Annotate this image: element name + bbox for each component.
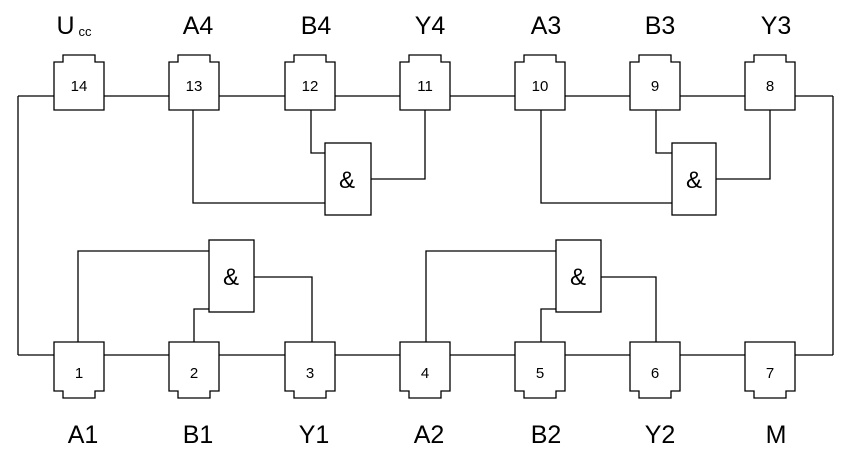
pin-5: 5 B2 bbox=[514, 341, 566, 449]
wires bbox=[17, 95, 834, 356]
pin-2-label: B1 bbox=[183, 421, 214, 449]
pin-5-label: B2 bbox=[531, 421, 562, 449]
pin-7: 7 M bbox=[744, 341, 796, 449]
pin-1-body bbox=[53, 341, 105, 399]
pin-10-number: 10 bbox=[532, 78, 549, 95]
pin-7-label: M bbox=[766, 421, 787, 449]
pin-10-label: A3 bbox=[531, 12, 562, 40]
wire-a1-gate1 bbox=[77, 250, 209, 342]
wire-a3-gate3 bbox=[540, 110, 672, 204]
pin-12-label: B4 bbox=[301, 12, 332, 40]
gate-2-and-symbol: & bbox=[570, 264, 586, 291]
gate-2-box bbox=[555, 239, 602, 313]
gate-3-box bbox=[671, 142, 717, 216]
wire-gate4-y4 bbox=[371, 110, 426, 180]
pin-11: 11 Y4 bbox=[399, 12, 451, 111]
wire-gate2-y2 bbox=[601, 276, 657, 342]
pin-6-body bbox=[629, 341, 681, 399]
wire-b4-gate4 bbox=[310, 110, 325, 154]
pin-1-number: 1 bbox=[75, 365, 83, 382]
pin-3-label: Y1 bbox=[299, 421, 330, 449]
pin-6-label: Y2 bbox=[645, 421, 676, 449]
pin-9-label: B3 bbox=[645, 12, 676, 40]
wire-b3-gate3 bbox=[655, 110, 672, 154]
gate-2: & bbox=[555, 239, 602, 313]
pin-10: 10 A3 bbox=[514, 12, 566, 111]
gate-3: & bbox=[671, 142, 717, 216]
pin-4-number: 4 bbox=[421, 365, 429, 382]
pin-11-body bbox=[399, 54, 451, 111]
wire-b1-gate1 bbox=[193, 308, 209, 342]
pin-8-label: Y3 bbox=[761, 12, 792, 40]
pin-3: 3 Y1 bbox=[284, 341, 336, 449]
pin-14-label-main: U bbox=[56, 12, 74, 40]
pin-1: 1 A1 bbox=[53, 341, 105, 449]
pin-9: 9 B3 bbox=[629, 12, 681, 111]
pin-9-body bbox=[629, 54, 681, 111]
pin-11-number: 11 bbox=[417, 78, 433, 95]
pin-2-body bbox=[168, 341, 220, 399]
pin-13-body bbox=[168, 54, 220, 111]
pin-4-label: A2 bbox=[414, 421, 445, 449]
gate-1-box bbox=[208, 239, 255, 313]
gate-1-and-symbol: & bbox=[223, 264, 239, 291]
pin-10-body bbox=[514, 54, 566, 111]
wire-gate3-y3 bbox=[716, 110, 771, 180]
pin-9-number: 9 bbox=[651, 78, 659, 95]
pin-2-number: 2 bbox=[190, 365, 198, 382]
pin-5-body bbox=[514, 341, 566, 399]
gates: & & & & bbox=[208, 142, 717, 313]
pin-7-body bbox=[744, 341, 796, 399]
pin-7-number: 7 bbox=[766, 365, 774, 382]
gate-4: & bbox=[324, 142, 372, 216]
pin-2: 2 B1 bbox=[168, 341, 220, 449]
wire-a4-gate4 bbox=[192, 110, 325, 204]
pin-8: 8 Y3 bbox=[744, 12, 796, 111]
gate-4-and-symbol: & bbox=[339, 167, 355, 194]
pin-8-body bbox=[744, 54, 796, 111]
pin-6-number: 6 bbox=[651, 365, 659, 382]
wire-b2-gate2 bbox=[540, 308, 556, 342]
wire-a2-gate2 bbox=[425, 250, 556, 342]
pin-12: 12 B4 bbox=[284, 12, 336, 111]
pin-14-body bbox=[53, 54, 105, 111]
pin-12-body bbox=[284, 54, 336, 111]
pin-12-number: 12 bbox=[302, 78, 319, 95]
gate-1: & bbox=[208, 239, 255, 313]
pin-13: 13 A4 bbox=[168, 12, 220, 111]
pin-1-label: A1 bbox=[68, 421, 99, 449]
pin-3-body bbox=[284, 341, 336, 399]
bottom-pin-row: 1 A1 2 B1 3 Y1 4 A2 5 B2 6 Y2 bbox=[53, 341, 796, 449]
pin-13-label: A4 bbox=[183, 12, 214, 40]
pin-14-label-sub: cc bbox=[79, 24, 93, 39]
wire-gate1-y1 bbox=[254, 276, 313, 342]
pin-13-number: 13 bbox=[186, 78, 203, 95]
pin-14-number: 14 bbox=[71, 78, 88, 95]
pin-3-number: 3 bbox=[306, 365, 314, 382]
pin-5-number: 5 bbox=[536, 365, 544, 382]
gate-4-box bbox=[324, 142, 372, 216]
pin-6: 6 Y2 bbox=[629, 341, 681, 449]
pin-4-body bbox=[399, 341, 451, 399]
pin-11-label: Y4 bbox=[415, 12, 446, 40]
pin-4: 4 A2 bbox=[399, 341, 451, 449]
gate-3-and-symbol: & bbox=[686, 167, 702, 194]
pin-8-number: 8 bbox=[766, 78, 774, 95]
